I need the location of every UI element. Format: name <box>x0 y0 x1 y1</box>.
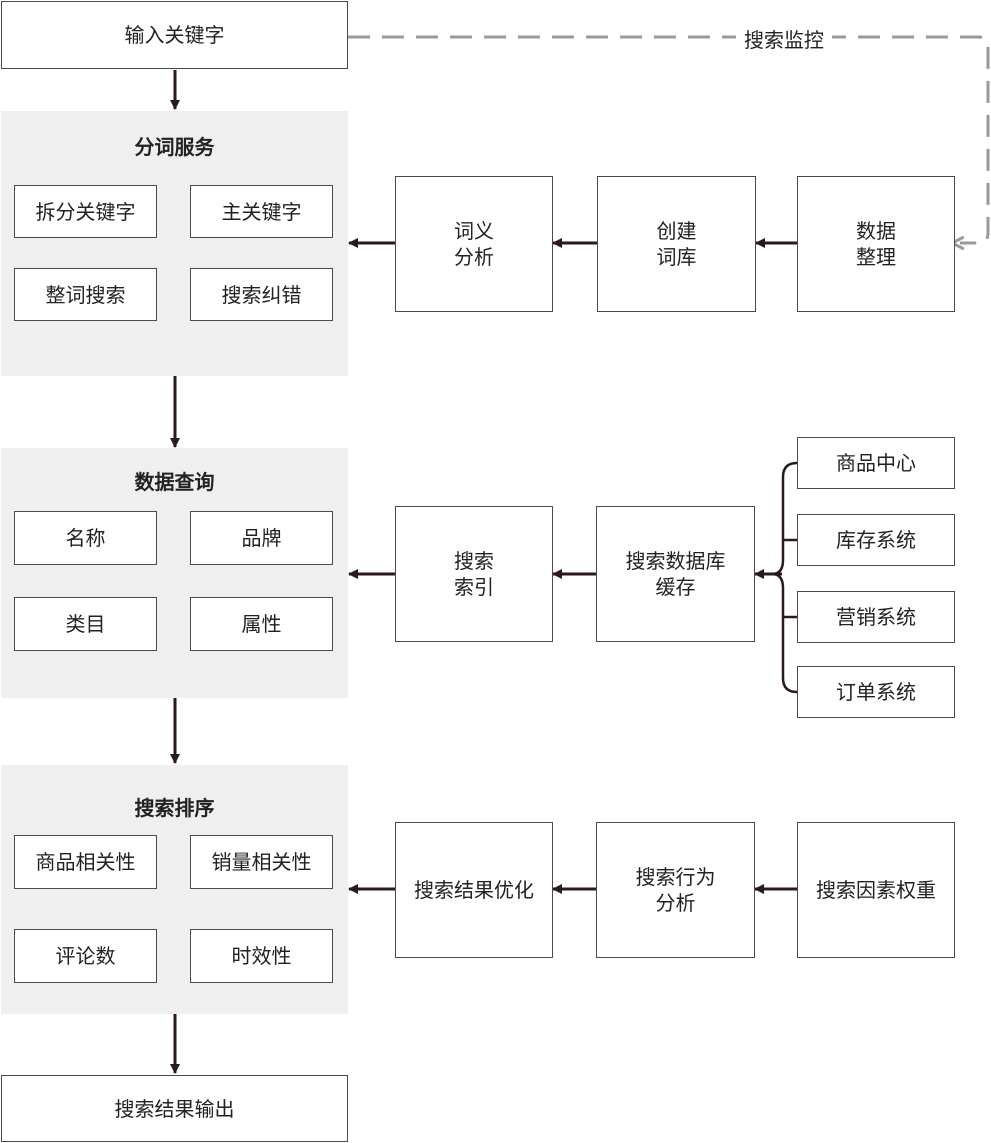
segmentation-item: 整词搜索 <box>14 268 157 321</box>
search-output-box: 搜索结果输出 <box>1 1075 348 1142</box>
query-panel: 数据查询 名称 品牌 类目 属性 <box>1 448 348 698</box>
create-lexicon-box: 创建 词库 <box>597 176 756 312</box>
ranking-title: 搜索排序 <box>134 796 215 820</box>
input-keyword-box: 输入关键字 <box>1 1 348 69</box>
search-db-cache-box: 搜索数据库 缓存 <box>596 506 755 642</box>
segmentation-item: 搜索纠错 <box>190 268 333 321</box>
sources-brace <box>771 461 798 694</box>
segmentation-panel: 分词服务 拆分关键字 主关键字 整词搜索 搜索纠错 <box>1 111 348 376</box>
ranking-item: 评论数 <box>14 929 157 983</box>
monitor-label: 搜索监控 <box>736 24 832 53</box>
query-item: 类目 <box>14 597 157 651</box>
segmentation-item: 拆分关键字 <box>14 185 157 238</box>
search-index-box: 搜索 索引 <box>395 506 553 642</box>
ranking-panel: 搜索排序 商品相关性 销量相关性 评论数 时效性 <box>1 765 348 1014</box>
source-system-box: 库存系统 <box>797 514 955 566</box>
query-item: 名称 <box>14 511 157 565</box>
result-optimization-box: 搜索结果优化 <box>395 822 553 958</box>
source-system-box: 营销系统 <box>797 591 955 643</box>
ranking-item: 销量相关性 <box>190 835 333 889</box>
input-keyword-label: 输入关键字 <box>124 23 225 47</box>
query-item: 属性 <box>190 597 333 651</box>
query-title: 数据查询 <box>134 470 215 494</box>
data-cleanup-box: 数据 整理 <box>797 176 955 312</box>
source-system-box: 商品中心 <box>797 437 955 489</box>
semantic-analysis-box: 词义 分析 <box>395 176 553 312</box>
source-system-box: 订单系统 <box>797 666 955 718</box>
segmentation-item: 主关键字 <box>190 185 333 238</box>
query-item: 品牌 <box>190 511 333 565</box>
ranking-item: 时效性 <box>190 929 333 983</box>
behavior-analysis-box: 搜索行为 分析 <box>596 822 755 958</box>
factor-weights-box: 搜索因素权重 <box>797 822 955 958</box>
ranking-item: 商品相关性 <box>14 835 157 889</box>
segmentation-title: 分词服务 <box>134 135 215 159</box>
search-output-label: 搜索结果输出 <box>114 1096 235 1121</box>
